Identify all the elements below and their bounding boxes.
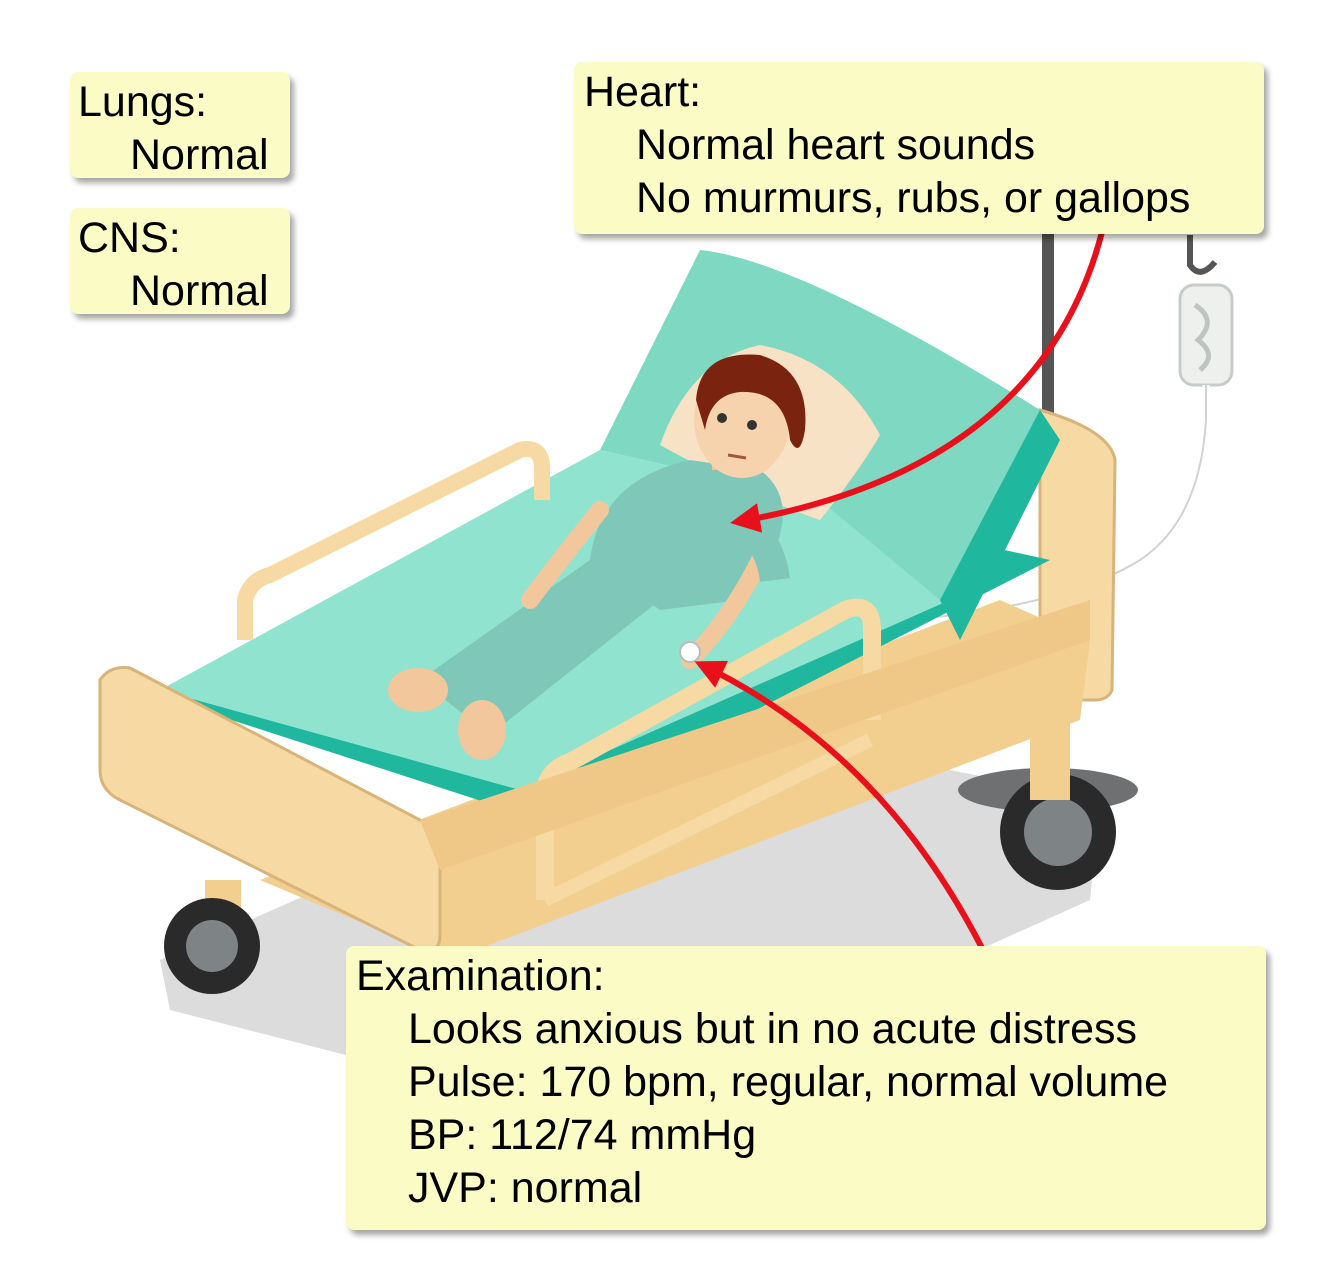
patient-hair xyxy=(696,354,806,448)
iv-cannula xyxy=(679,641,701,663)
wheel-front xyxy=(164,880,260,994)
examination-finding: Looks anxious but in no acute distress xyxy=(408,1005,1138,1053)
examination-title: Examination: xyxy=(356,952,605,1000)
heart-arrow xyxy=(730,231,1105,533)
wheel-back xyxy=(1000,774,1116,890)
patient-torso xyxy=(590,460,783,610)
examination-finding: Pulse: 170 bpm, regular, normal volume xyxy=(408,1058,1169,1106)
side-rail-far xyxy=(237,441,550,640)
examination-finding: BP: 112/74 mmHg xyxy=(408,1111,757,1159)
footboard xyxy=(98,666,442,953)
patient-foot-left xyxy=(388,668,448,712)
examination-callout: Examination: Looks anxious but in no acu… xyxy=(346,946,1266,1230)
lungs-callout: Lungs: Normal xyxy=(70,72,290,179)
lungs-title: Lungs: xyxy=(78,78,208,126)
lungs-finding: Normal xyxy=(130,131,269,179)
heart-title: Heart: xyxy=(584,68,702,116)
examination-finding: JVP: normal xyxy=(408,1164,643,1212)
cns-callout: CNS: Normal xyxy=(70,208,290,315)
patient-left-arm xyxy=(521,501,609,609)
patient-foot-right xyxy=(458,700,506,760)
patient-legs xyxy=(420,560,660,735)
heart-finding: Normal heart sounds xyxy=(636,121,1036,169)
patient xyxy=(388,354,806,760)
heart-callout: Heart: Normal heart sounds No murmurs, r… xyxy=(574,62,1264,234)
cns-finding: Normal xyxy=(130,267,269,315)
cns-title: CNS: xyxy=(78,214,181,262)
heart-finding: No murmurs, rubs, or gallops xyxy=(636,174,1191,222)
examination-arrow xyxy=(694,660,985,950)
